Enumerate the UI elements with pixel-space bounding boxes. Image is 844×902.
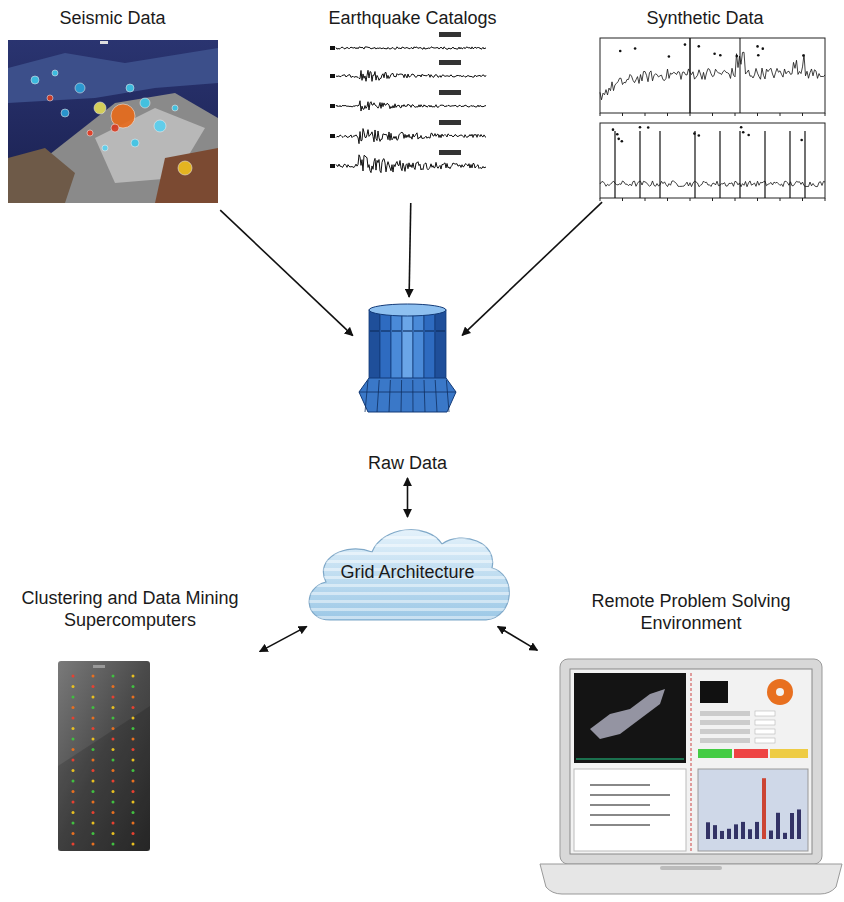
server-icon-art: [355, 300, 460, 475]
waveform-panel: Earthquake Catalogs: [324, 8, 500, 200]
connector-arrow: [260, 626, 307, 651]
node-heading: Clustering and Data Mining Supercomputer…: [7, 588, 253, 631]
plot-panel-art: [580, 8, 830, 200]
cloud-shape: Grid Architecture: [300, 520, 515, 625]
waveform-panel-art: [324, 8, 499, 200]
node-heading: Remote Problem Solving Environment: [571, 591, 811, 634]
seismic-data-panel: Seismic Data: [5, 8, 220, 208]
laptop-icon: Remote Problem Solving Environment: [540, 589, 842, 896]
plot-panel: Synthetic Data: [580, 8, 830, 200]
node-heading: Earthquake Catalogs: [328, 8, 496, 30]
node-heading: Raw Data: [368, 453, 447, 475]
seismic-data-panel-art: [5, 8, 220, 208]
connector-arrow: [498, 627, 538, 651]
connector-arrow: [407, 478, 409, 517]
supercomputer-icon: Clustering and Data Mining Supercomputer…: [3, 586, 257, 856]
connector-arrow: [462, 202, 602, 335]
node-heading: Seismic Data: [59, 8, 165, 30]
connector-arrow: [409, 203, 411, 297]
node-heading: Synthetic Data: [646, 8, 763, 30]
node-heading: Grid Architecture: [340, 562, 474, 584]
laptop-icon-art: [540, 589, 842, 896]
server-icon: Raw Data: [355, 300, 460, 475]
connector-arrow: [220, 210, 353, 336]
